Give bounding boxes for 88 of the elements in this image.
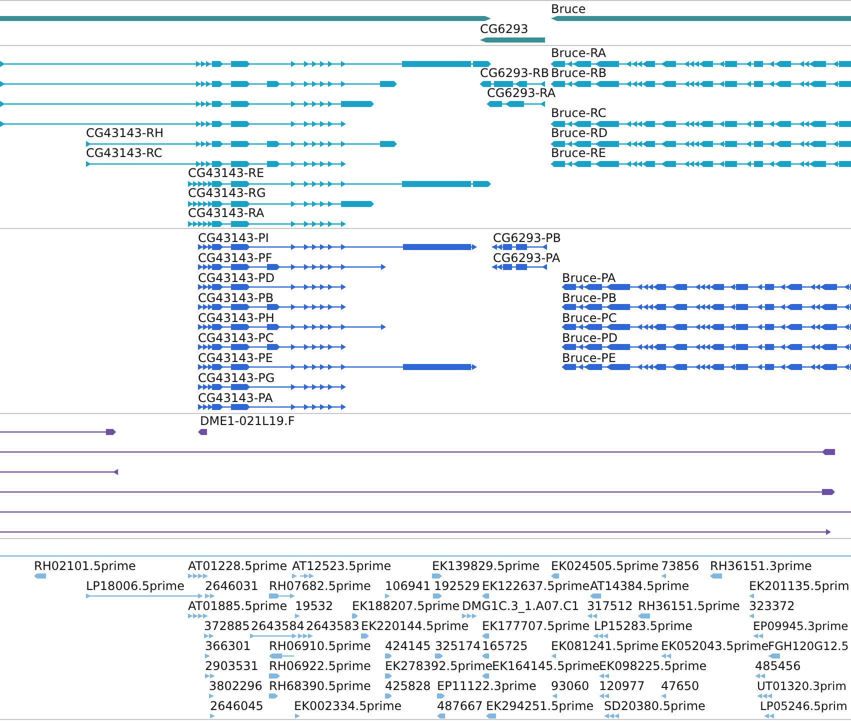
feature-label: 2646045 — [210, 699, 264, 713]
feature-label: CG43143-PC — [198, 331, 274, 345]
feature-label: CG6293-PB — [493, 231, 562, 245]
feature-label: EK002334.5prime — [294, 699, 402, 713]
feature-label: EK139829.5prime — [432, 559, 540, 573]
feature-label: 106941 — [385, 579, 431, 593]
feature-label: CG43143-PE — [198, 351, 273, 365]
feature-label: CG43143-PF — [198, 251, 272, 265]
feature-label: 192529 — [434, 579, 480, 593]
feature-label: CG43143-PA — [198, 391, 273, 405]
feature-label: Bruce-PA — [562, 271, 616, 285]
feature-label: CG43143-RA — [188, 206, 264, 220]
feature-label: RH06922.5prime — [269, 659, 371, 673]
feature-label: 2903531 — [205, 659, 258, 673]
feature-label: 425828 — [385, 679, 431, 693]
feature-label: 487667 — [437, 699, 483, 713]
feature-label: CG43143-RE — [188, 166, 264, 180]
feature-label: Bruce-RD — [551, 126, 608, 140]
feature-label: Bruce — [551, 2, 586, 16]
feature-label: 325174 — [435, 639, 481, 653]
feature-label: RH02101.5prime — [34, 559, 136, 573]
feature-label: CG43143-PG — [198, 371, 275, 385]
feature-label: Bruce-PD — [562, 331, 618, 345]
feature-label: CG43143-RC — [86, 146, 162, 160]
feature-label: CG6293 — [480, 22, 528, 36]
feature-label: Bruce-PC — [562, 311, 617, 325]
feature-label: AT01885.5prime — [188, 599, 288, 613]
feature-label: EK052043.5prime — [661, 639, 769, 653]
feature-label: EK122637.5prime — [482, 579, 590, 593]
feature-label: Bruce-PB — [562, 291, 617, 305]
feature-label: EK098225.5prime — [599, 659, 707, 673]
feature-label: Bruce-RC — [551, 106, 606, 120]
feature-label: 165725 — [482, 639, 528, 653]
feature-label: CG43143-RH — [86, 126, 164, 140]
feature-label: CG6293-RB — [480, 66, 550, 80]
feature-label: AT14384.5prime — [590, 579, 690, 593]
feature-label: 485456 — [755, 659, 801, 673]
feature-label: EK220144.5prime — [361, 619, 469, 633]
feature-label: DME1-021L19.F — [200, 414, 295, 428]
feature-label: Bruce-RB — [551, 66, 607, 80]
feature-label: UT01320.3prim — [757, 679, 846, 693]
feature-label: EK024505.5prime — [551, 559, 659, 573]
feature-label: 93060 — [551, 679, 590, 693]
feature-label: EP11122.3prime — [437, 679, 536, 693]
feature-label: CG43143-PD — [198, 271, 275, 285]
feature-label: EK081241.5prime — [551, 639, 659, 653]
feature-label: Bruce-RE — [551, 146, 606, 160]
feature-label: LP18006.5prime — [86, 579, 185, 593]
feature-label: CG43143-PI — [198, 231, 269, 245]
feature-label: RH68390.5prime — [269, 679, 371, 693]
feature-label: AT12523.5prime — [292, 559, 392, 573]
feature-label: Bruce-PE — [562, 351, 616, 365]
feature-label: RH36151.5prime — [638, 599, 740, 613]
feature-label: EP09945.3prime — [753, 619, 848, 633]
feature-label: FGH120G12.5 — [768, 639, 849, 653]
feature-label: 120977 — [599, 679, 645, 693]
feature-label: DMG1C.3_1.A07.C1 — [462, 599, 580, 613]
feature-label: 19532 — [295, 599, 334, 613]
feature-label: 47650 — [661, 679, 700, 693]
feature-label: RH07682.5prime — [269, 579, 371, 593]
feature-label: RH06910.5prime — [269, 639, 371, 653]
feature-label: 317512 — [587, 599, 633, 613]
feature-label: 2643584 — [251, 619, 304, 633]
feature-label: LP05246.5prim — [760, 699, 848, 713]
feature-label: CG43143-RG — [188, 186, 266, 200]
feature-label: EK188207.5prime — [352, 599, 460, 613]
feature-label: RH36151.3prime — [710, 559, 812, 573]
feature-label: AT01228.5prime — [188, 559, 288, 573]
feature-label: Bruce-RA — [551, 46, 606, 60]
feature-label: LP15283.5prime — [594, 619, 693, 633]
feature-label: EK201135.5prim — [749, 579, 850, 593]
feature-label: EK278392.5prime — [385, 659, 493, 673]
feature-label: CG43143-PB — [198, 291, 274, 305]
feature-label: CG6293-PA — [493, 251, 560, 265]
feature-label: 2646031 — [205, 579, 258, 593]
feature-label: CG43143-PH — [198, 311, 274, 325]
feature-label: SD20380.5prime — [604, 699, 706, 713]
feature-label: EK294251.5prime — [486, 699, 594, 713]
feature-label: EK177707.5prime — [482, 619, 590, 633]
feature-label: 424145 — [385, 639, 431, 653]
feature-label: 3802296 — [209, 679, 262, 693]
feature-label: EK164145.5prime — [492, 659, 600, 673]
feature-label: 372885 — [204, 619, 250, 633]
feature-label: 366301 — [205, 639, 251, 653]
feature-label: 2643583 — [306, 619, 360, 633]
feature-label: 73856 — [661, 559, 700, 573]
feature-label: CG6293-RA — [487, 86, 556, 100]
feature-label: 323372 — [749, 599, 795, 613]
